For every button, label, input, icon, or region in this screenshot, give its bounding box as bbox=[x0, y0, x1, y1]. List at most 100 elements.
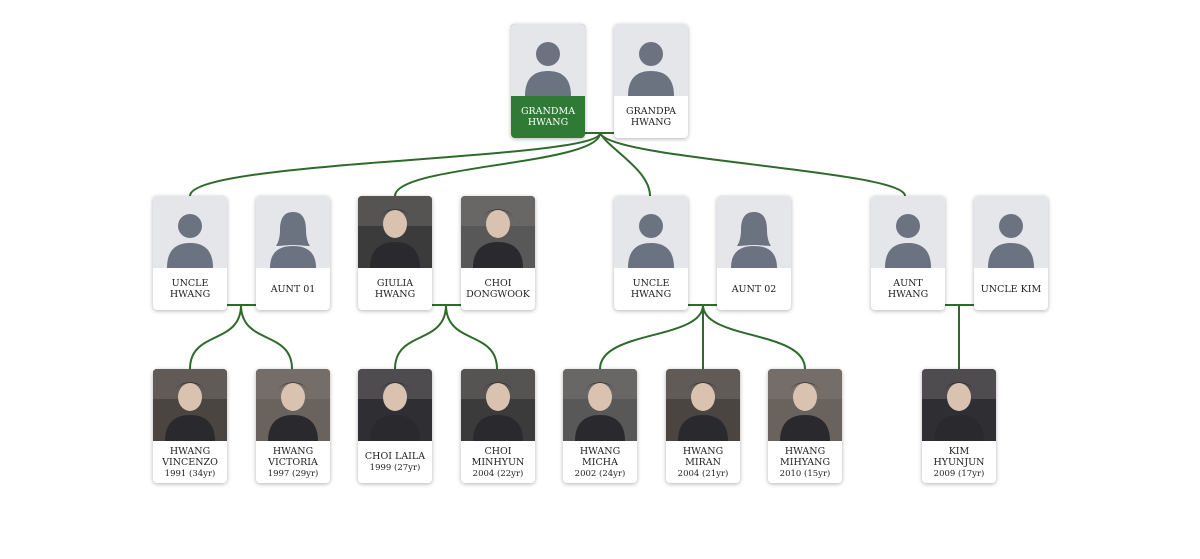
person-silhouette-female-icon bbox=[728, 206, 780, 268]
person-name: GIULIA HWANG bbox=[375, 278, 415, 300]
person-card-grandpa-hwang[interactable]: GRANDPA HWANG bbox=[614, 24, 688, 138]
person-birth-year: 1997 (29yr) bbox=[268, 469, 319, 479]
person-card-giulia-hwang[interactable]: GIULIA HWANG bbox=[358, 196, 432, 310]
person-photo bbox=[768, 369, 842, 441]
person-label: GRANDPA HWANG bbox=[614, 96, 688, 138]
person-name: CHOI MINHYUN bbox=[472, 446, 525, 468]
person-birth-year: 2002 (24yr) bbox=[575, 469, 626, 479]
person-card-kim-hyunjun[interactable]: KIM HYUNJUN2009 (17yr) bbox=[922, 369, 996, 483]
person-silhouette-icon bbox=[522, 34, 574, 96]
person-silhouette-icon bbox=[625, 206, 677, 268]
person-card-choi-minhyun[interactable]: CHOI MINHYUN2004 (22yr) bbox=[461, 369, 535, 483]
person-label: HWANG MIRAN2004 (21yr) bbox=[666, 441, 740, 483]
person-name: UNCLE HWANG bbox=[631, 278, 671, 300]
connector bbox=[190, 305, 241, 369]
person-name: GRANDPA HWANG bbox=[626, 106, 676, 128]
person-photo bbox=[153, 196, 227, 268]
portrait-photo-icon bbox=[153, 369, 227, 441]
person-label: CHOI MINHYUN2004 (22yr) bbox=[461, 441, 535, 483]
portrait-photo-icon bbox=[461, 369, 535, 441]
person-name: KIM HYUNJUN bbox=[933, 446, 984, 468]
person-birth-year: 1999 (27yr) bbox=[370, 463, 421, 473]
person-photo bbox=[871, 196, 945, 268]
person-birth-year: 2004 (22yr) bbox=[473, 469, 524, 479]
person-photo bbox=[974, 196, 1048, 268]
connector bbox=[703, 305, 805, 369]
person-name: CHOI DONGWOOK bbox=[466, 278, 530, 300]
person-label: UNCLE KIM bbox=[974, 268, 1048, 310]
person-card-uncle-hwang-1[interactable]: UNCLE HWANG bbox=[153, 196, 227, 310]
connector bbox=[600, 133, 905, 196]
person-birth-year: 2004 (21yr) bbox=[678, 469, 729, 479]
person-photo bbox=[717, 196, 791, 268]
person-label: KIM HYUNJUN2009 (17yr) bbox=[922, 441, 996, 483]
person-card-aunt-hwang[interactable]: AUNT HWANG bbox=[871, 196, 945, 310]
portrait-photo-icon bbox=[666, 369, 740, 441]
connector bbox=[241, 305, 292, 369]
person-photo bbox=[563, 369, 637, 441]
person-label: CHOI LAILA1999 (27yr) bbox=[358, 441, 432, 483]
person-card-aunt-02[interactable]: AUNT 02 bbox=[717, 196, 791, 310]
person-name: HWANG VICTORIA bbox=[268, 446, 318, 468]
connector bbox=[395, 133, 600, 196]
person-photo bbox=[461, 196, 535, 268]
person-label: AUNT 01 bbox=[256, 268, 330, 310]
person-label: GIULIA HWANG bbox=[358, 268, 432, 310]
person-silhouette-icon bbox=[985, 206, 1037, 268]
person-label: HWANG VINCENZO1991 (34yr) bbox=[153, 441, 227, 483]
person-label: HWANG VICTORIA1997 (29yr) bbox=[256, 441, 330, 483]
person-card-hwang-miran[interactable]: HWANG MIRAN2004 (21yr) bbox=[666, 369, 740, 483]
person-photo bbox=[511, 24, 585, 96]
person-name: HWANG MIHYANG bbox=[780, 446, 830, 468]
person-label: UNCLE HWANG bbox=[614, 268, 688, 310]
person-photo bbox=[256, 369, 330, 441]
person-card-aunt-01[interactable]: AUNT 01 bbox=[256, 196, 330, 310]
person-birth-year: 1991 (34yr) bbox=[165, 469, 216, 479]
person-photo bbox=[358, 196, 432, 268]
person-photo bbox=[256, 196, 330, 268]
person-card-hwang-vincenzo[interactable]: HWANG VINCENZO1991 (34yr) bbox=[153, 369, 227, 483]
person-photo bbox=[614, 196, 688, 268]
portrait-photo-icon bbox=[358, 369, 432, 441]
person-photo bbox=[614, 24, 688, 96]
person-photo bbox=[153, 369, 227, 441]
portrait-photo-icon bbox=[461, 196, 535, 268]
portrait-photo-icon bbox=[358, 196, 432, 268]
person-name: HWANG MIRAN bbox=[683, 446, 723, 468]
person-birth-year: 2010 (15yr) bbox=[780, 469, 831, 479]
person-card-hwang-micha[interactable]: HWANG MICHA2002 (24yr) bbox=[563, 369, 637, 483]
connector bbox=[446, 305, 497, 369]
person-name: AUNT HWANG bbox=[888, 278, 928, 300]
person-photo bbox=[358, 369, 432, 441]
person-card-grandma-hwang[interactable]: GRANDMA HWANG bbox=[511, 24, 585, 138]
portrait-photo-icon bbox=[563, 369, 637, 441]
person-card-choi-laila[interactable]: CHOI LAILA1999 (27yr) bbox=[358, 369, 432, 483]
person-birth-year: 2009 (17yr) bbox=[934, 469, 985, 479]
person-card-choi-dongwook[interactable]: CHOI DONGWOOK bbox=[461, 196, 535, 310]
person-card-uncle-hwang-2[interactable]: UNCLE HWANG bbox=[614, 196, 688, 310]
connector bbox=[600, 133, 650, 196]
portrait-photo-icon bbox=[256, 369, 330, 441]
portrait-photo-icon bbox=[922, 369, 996, 441]
person-name: UNCLE HWANG bbox=[170, 278, 210, 300]
person-name: AUNT 01 bbox=[271, 284, 316, 295]
connector bbox=[600, 305, 703, 369]
person-name: AUNT 02 bbox=[732, 284, 777, 295]
person-label: HWANG MICHA2002 (24yr) bbox=[563, 441, 637, 483]
person-photo bbox=[666, 369, 740, 441]
person-label: UNCLE HWANG bbox=[153, 268, 227, 310]
person-label: HWANG MIHYANG2010 (15yr) bbox=[768, 441, 842, 483]
person-photo bbox=[922, 369, 996, 441]
person-name: UNCLE KIM bbox=[981, 284, 1041, 295]
person-silhouette-female-icon bbox=[267, 206, 319, 268]
person-card-hwang-mihyang[interactable]: HWANG MIHYANG2010 (15yr) bbox=[768, 369, 842, 483]
person-card-uncle-kim[interactable]: UNCLE KIM bbox=[974, 196, 1048, 310]
person-card-hwang-victoria[interactable]: HWANG VICTORIA1997 (29yr) bbox=[256, 369, 330, 483]
person-photo bbox=[461, 369, 535, 441]
person-name: CHOI LAILA bbox=[365, 451, 425, 462]
person-label: GRANDMA HWANG bbox=[511, 96, 585, 138]
person-name: HWANG VINCENZO bbox=[162, 446, 218, 468]
connector bbox=[395, 305, 446, 369]
person-label: AUNT 02 bbox=[717, 268, 791, 310]
connector bbox=[190, 133, 600, 196]
